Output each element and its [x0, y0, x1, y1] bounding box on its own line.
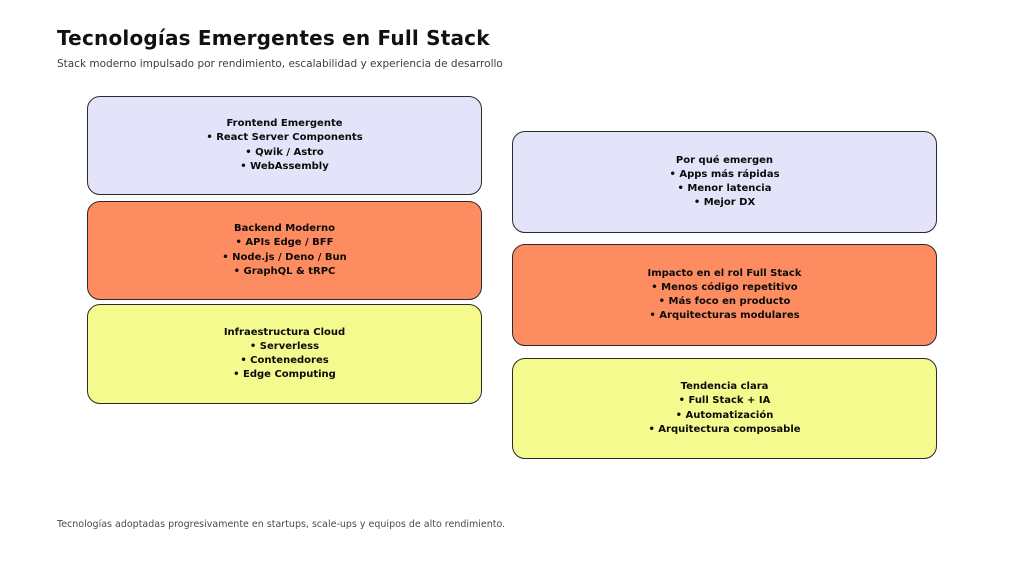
card-item: • Arquitecturas modulares [649, 310, 800, 322]
page-subtitle: Stack moderno impulsado por rendimiento,… [57, 58, 503, 70]
card-title: Frontend Emergente [226, 118, 343, 130]
card-item: • GraphQL & tRPC [233, 265, 336, 277]
card-item: • Edge Computing [233, 369, 336, 381]
card-tendencia-clara: Tendencia clara • Full Stack + IA • Auto… [512, 358, 937, 459]
card-title: Tendencia clara [680, 381, 769, 393]
card-item: • Serverless [249, 340, 320, 352]
card-item: • WebAssembly [240, 160, 329, 172]
card-item: • Mejor DX [693, 197, 756, 209]
card-item: • APIs Edge / BFF [235, 237, 334, 249]
card-por-que-emergen: Por qué emergen • Apps más rápidas • Men… [512, 131, 937, 233]
page-footer: Tecnologías adoptadas progresivamente en… [57, 519, 506, 530]
card-item: • Menor latencia [677, 183, 772, 194]
card-item: • Qwik / Astro [245, 146, 324, 158]
card-item: • Full Stack + IA [678, 395, 771, 407]
card-item: • Más foco en producto [658, 296, 791, 307]
card-item: • Automatización [675, 409, 774, 421]
card-infraestructura-cloud: Infraestructura Cloud • Serverless • Con… [87, 304, 482, 404]
card-backend-moderno: Backend Moderno • APIs Edge / BFF • Node… [87, 201, 482, 300]
card-title: Por qué emergen [675, 154, 774, 166]
card-title: Infraestructura Cloud [223, 326, 346, 338]
card-title: Impacto en el rol Full Stack [647, 267, 802, 279]
card-title: Backend Moderno [234, 223, 335, 235]
card-item: • Arquitectura composable [648, 423, 801, 435]
card-item: • Contenedores [240, 355, 329, 366]
card-item: • Node.js / Deno / Bun [222, 251, 347, 263]
page-title: Tecnologías Emergentes en Full Stack [57, 26, 490, 50]
card-item: • Apps más rápidas [669, 168, 780, 180]
card-impacto-rol-full-stack: Impacto en el rol Full Stack • Menos cód… [512, 244, 937, 346]
card-item: • Menos código repetitivo [651, 281, 798, 293]
card-item: • React Server Components [206, 132, 363, 144]
card-frontend-emergente: Frontend Emergente • React Server Compon… [87, 96, 482, 195]
